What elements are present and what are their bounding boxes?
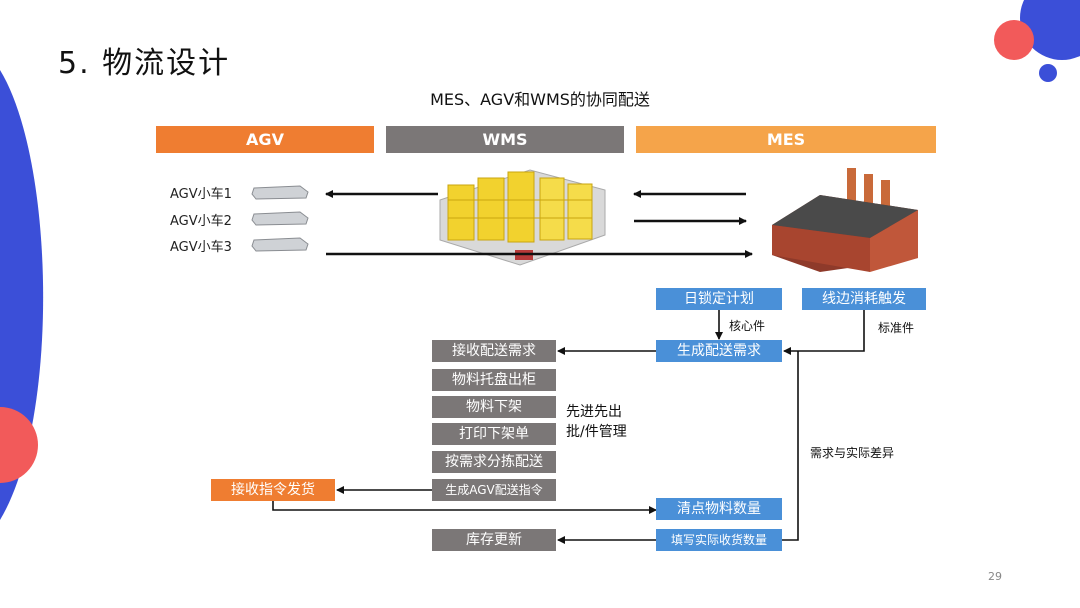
left-blue-arc-shape [0,70,44,520]
top-right-blue-circle-shape [1020,0,1080,60]
agv-car-3-icon [251,237,309,252]
wms-step-unshelve: 物料下架 [432,396,556,418]
generate-demand-box: 生成配送需求 [656,340,782,362]
page-number: 29 [988,570,1002,583]
fifo-note: 先进先出 [566,404,622,420]
count-material-box: 清点物料数量 [656,498,782,520]
diagram-subtitle: MES、AGV和WMS的协同配送 [430,90,650,109]
stock-update-box: 库存更新 [432,529,556,551]
core-part-note: 核心件 [729,319,766,333]
wms-step-receive-demand: 接收配送需求 [432,340,556,362]
agv-car-1-label: AGV小车1 [170,187,232,202]
top-right-red-circle-shape [994,20,1034,60]
agv-car-1-icon [251,185,309,200]
wms-step-generate-agv-command: 生成AGV配送指令 [432,479,556,501]
agv-header: AGV [156,126,374,153]
page-title: 5. 物流设计 [58,46,231,81]
standard-part-note: 标准件 [878,321,915,335]
mes-header: MES [636,126,936,153]
batch-management-note: 批/件管理 [566,424,627,440]
wms-header: WMS [386,126,624,153]
fill-actual-quantity-box: 填写实际收货数量 [656,529,782,551]
agv-car-2-icon [251,211,309,226]
wms-step-pallet-out: 物料托盘出柜 [432,369,556,391]
agv-car-2-label: AGV小车2 [170,214,232,229]
top-right-small-blue-dot-shape [1039,64,1057,82]
demand-actual-difference-note: 需求与实际差异 [810,446,895,460]
daily-locked-plan-box: 日锁定计划 [656,288,782,310]
wms-step-sort-deliver: 按需求分拣配送 [432,451,556,473]
line-consumption-trigger-box: 线边消耗触发 [802,288,926,310]
wms-step-print-sheet: 打印下架单 [432,423,556,445]
agv-car-3-label: AGV小车3 [170,240,232,255]
factory-icon [772,168,918,272]
agv-receive-command-box: 接收指令发货 [211,479,335,501]
left-red-circle-shape [0,407,38,483]
warehouse-rack-icon [439,169,606,266]
